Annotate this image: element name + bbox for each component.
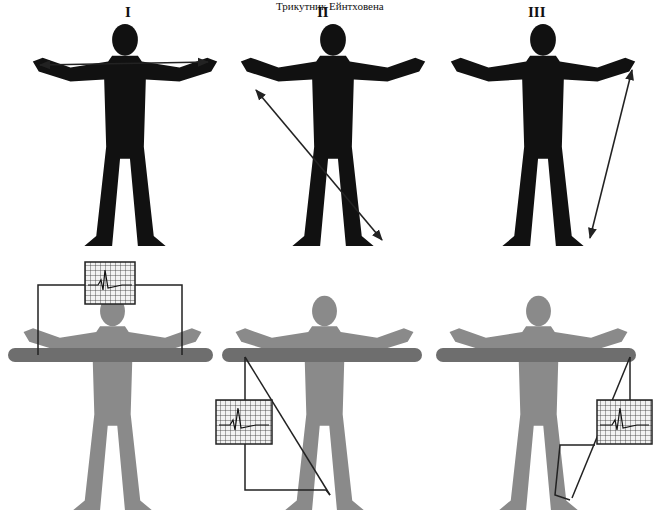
silhouette bbox=[33, 24, 635, 246]
electrode-wire bbox=[38, 285, 630, 500]
lead-label: III bbox=[528, 4, 546, 21]
lead-label: II bbox=[317, 4, 329, 21]
arm-band bbox=[8, 348, 636, 362]
ecg-grid bbox=[85, 262, 652, 444]
diagram-title: Трикутник Ейнтховена bbox=[276, 0, 384, 12]
lead-arrow bbox=[40, 62, 632, 240]
body-figure bbox=[24, 296, 628, 510]
ecg-trace bbox=[88, 270, 649, 430]
lead-label: I bbox=[125, 4, 131, 21]
